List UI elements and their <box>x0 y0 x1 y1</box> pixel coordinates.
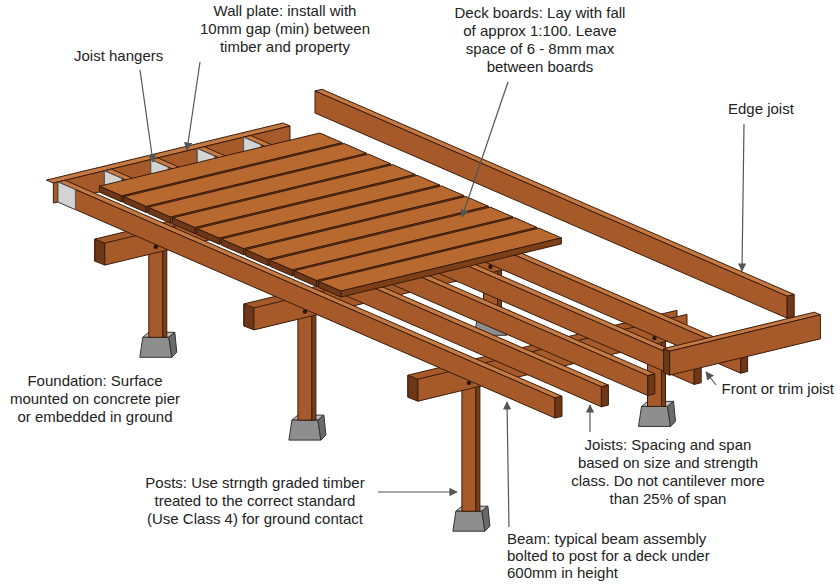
leader-line <box>378 491 457 492</box>
beam-assembly <box>408 375 418 401</box>
leader-line <box>706 372 716 385</box>
edge-joist <box>787 295 794 319</box>
joist <box>601 385 608 407</box>
callout-label: Deck boards: Lay with fall of approx 1:1… <box>451 4 629 76</box>
leader-line <box>742 124 744 271</box>
beam-assembly <box>244 304 254 330</box>
callout-label: Posts: Use strngth graded timber treated… <box>141 474 369 528</box>
callout-label: Edge joist <box>728 100 828 118</box>
deck-board <box>124 197 146 213</box>
post <box>476 367 480 511</box>
deck-board <box>341 238 561 297</box>
callout-label: Joist hangers <box>74 47 194 65</box>
deck-board <box>319 228 562 291</box>
leader-line <box>462 82 508 217</box>
joist <box>555 396 562 418</box>
deck-board <box>197 229 219 245</box>
joist-hanger <box>58 182 75 210</box>
deck-board <box>270 260 292 276</box>
callout-label: Foundation: Surface mounted on concrete … <box>6 372 184 426</box>
callout-label: Front or trim joist <box>694 380 834 398</box>
leader-line <box>507 402 509 527</box>
deck-board <box>99 133 561 297</box>
deck-board <box>319 281 341 297</box>
callout-label: Beam: typical beam assembly bolted to po… <box>507 530 722 581</box>
trim-joist <box>664 349 670 376</box>
joist <box>648 374 655 396</box>
trim-joist <box>664 312 821 375</box>
leader-line <box>589 405 590 432</box>
deck-board <box>246 250 268 266</box>
deck-board <box>173 218 195 234</box>
deck-board <box>294 271 316 287</box>
callout-label: Joists: Spacing and span based on size a… <box>568 436 768 508</box>
trim-joist <box>670 315 821 375</box>
deck-board <box>99 186 121 202</box>
callout-label: Wall plate: install with 10mm gap (min) … <box>194 2 376 56</box>
leader-line <box>140 70 153 162</box>
leader-line <box>187 62 200 150</box>
deck-board <box>221 239 243 255</box>
deck-board <box>148 207 170 223</box>
beam-assembly <box>95 239 105 265</box>
